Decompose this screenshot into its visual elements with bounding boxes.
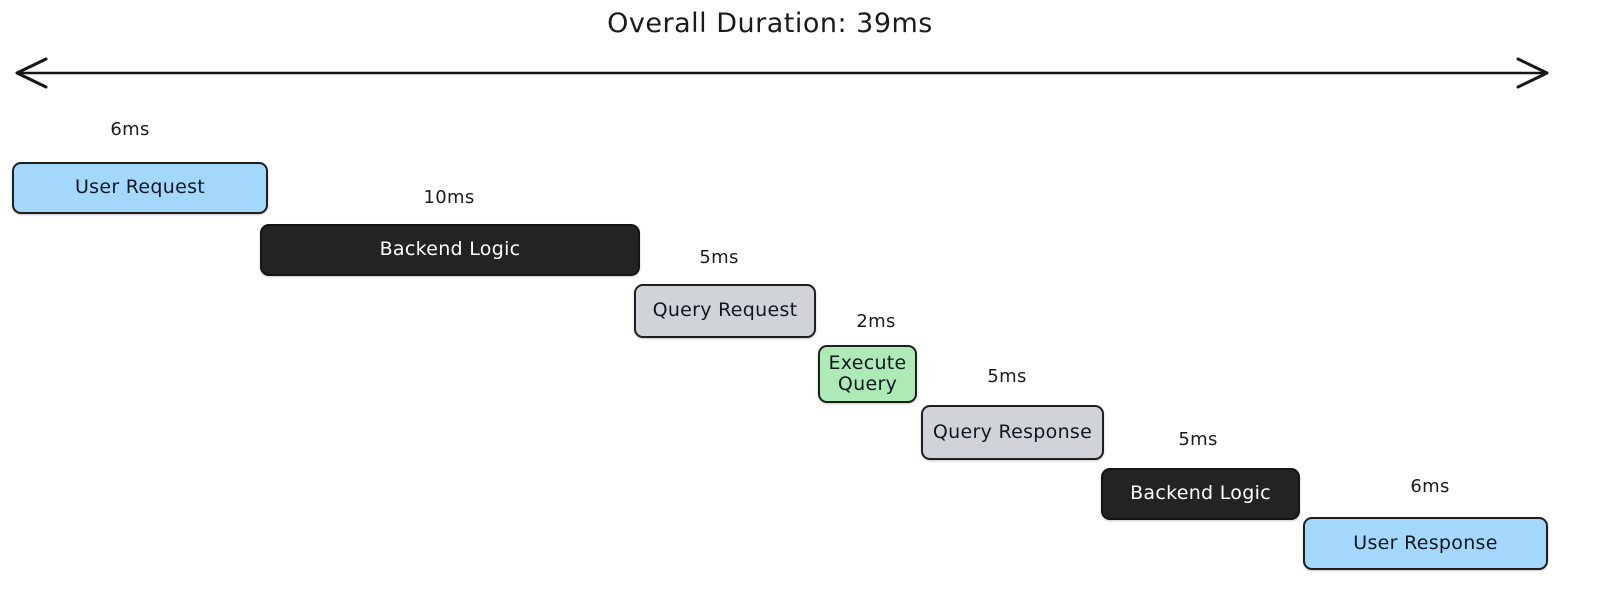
page-title: Overall Duration: 39ms	[607, 8, 933, 39]
task-bar-query-response[interactable]: Query Response	[921, 405, 1104, 460]
duration-label-backend-logic-2: 5ms	[1178, 429, 1218, 450]
duration-label-backend-logic-1: 10ms	[423, 187, 475, 208]
task-bar-user-response[interactable]: User Response	[1303, 517, 1548, 570]
task-bar-label: Execute Query	[828, 351, 907, 395]
task-bar-label: User Request	[74, 176, 206, 199]
task-bar-label: Query Response	[932, 420, 1093, 443]
task-bar-label: Query Request	[652, 299, 798, 322]
axis-arrowhead-right-icon	[1516, 57, 1549, 89]
task-bar-execute-query[interactable]: Execute Query	[818, 345, 917, 403]
duration-axis	[15, 57, 1549, 89]
duration-label-user-request: 6ms	[110, 119, 150, 140]
task-bar-backend-logic-2[interactable]: Backend Logic	[1101, 468, 1300, 520]
task-bar-label: User Response	[1353, 531, 1498, 554]
task-bar-user-request[interactable]: User Request	[12, 162, 268, 214]
task-bar-label: Backend Logic	[1130, 482, 1271, 505]
duration-label-user-response: 6ms	[1410, 476, 1450, 497]
duration-label-query-response: 5ms	[987, 366, 1027, 387]
task-bar-query-request[interactable]: Query Request	[634, 284, 816, 338]
task-bar-label: Backend Logic	[379, 238, 521, 261]
duration-label-execute-query: 2ms	[856, 311, 896, 332]
task-bar-backend-logic-1[interactable]: Backend Logic	[260, 224, 640, 276]
duration-label-query-request: 5ms	[699, 247, 739, 268]
axis-arrowhead-left-icon	[15, 57, 48, 89]
